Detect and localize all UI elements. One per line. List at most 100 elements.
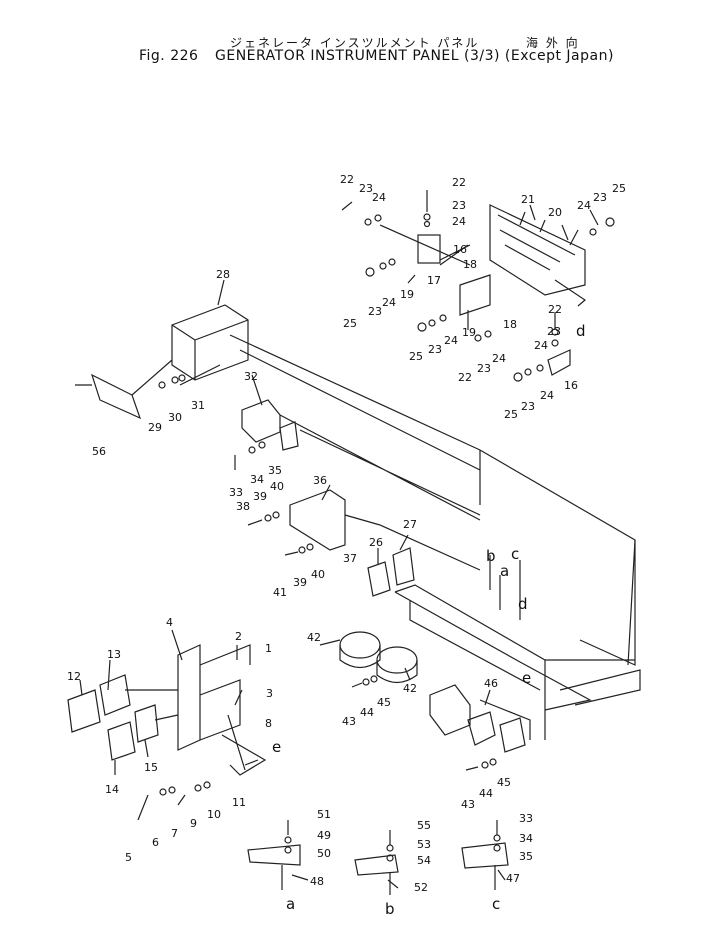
diagram-drawing — [67, 190, 641, 895]
ref-letter-e-panel: e — [522, 669, 531, 687]
callout-42b: 42 — [403, 682, 417, 695]
callout-49: 49 — [317, 829, 331, 842]
callout-23c: 23 — [593, 191, 607, 204]
callout-50: 50 — [317, 847, 331, 860]
callout-30: 30 — [168, 411, 182, 424]
callout-40a: 40 — [270, 480, 284, 493]
callout-33a: 33 — [229, 486, 243, 499]
callout-20: 20 — [548, 206, 562, 219]
callout-24c: 24 — [577, 199, 591, 212]
callout-39b: 39 — [293, 576, 307, 589]
callout-14: 14 — [105, 783, 119, 796]
callout-44b: 44 — [479, 787, 493, 800]
callout-34a: 34 — [250, 473, 264, 486]
callout-24b: 24 — [452, 215, 466, 228]
callout-23d: 23 — [368, 305, 382, 318]
callout-27: 27 — [403, 518, 417, 531]
ref-letter-c-bottom: c — [492, 895, 500, 913]
callout-22d: 22 — [458, 371, 472, 384]
callout-45a: 45 — [377, 696, 391, 709]
callout-40b: 40 — [311, 568, 325, 581]
callout-51: 51 — [317, 808, 331, 821]
callout-47: 47 — [506, 872, 520, 885]
callout-8: 8 — [265, 717, 272, 730]
callout-24h: 24 — [540, 389, 554, 402]
callout-46: 46 — [484, 677, 498, 690]
callout-2: 2 — [235, 630, 242, 643]
callout-numbers: 1 2 3 4 5 6 7 8 9 10 11 12 13 14 15 16 1… — [67, 173, 626, 894]
ref-letter-d-panel: d — [518, 595, 528, 613]
ref-letter-d-top: d — [576, 322, 586, 340]
callout-23a: 23 — [359, 182, 373, 195]
callout-43b: 43 — [461, 798, 475, 811]
callout-5: 5 — [125, 851, 132, 864]
callout-34b: 34 — [519, 832, 533, 845]
callout-37: 37 — [343, 552, 357, 565]
callout-24a: 24 — [372, 191, 386, 204]
callout-24e: 24 — [444, 334, 458, 347]
callout-54: 54 — [417, 854, 431, 867]
callout-22b: 22 — [452, 176, 466, 189]
callout-52: 52 — [414, 881, 428, 894]
ref-letter-b-panel: b — [486, 547, 496, 565]
callout-12: 12 — [67, 670, 81, 683]
callout-13: 13 — [107, 648, 121, 661]
japanese-title: ジェネレータ インスツルメント パネル — [230, 36, 480, 50]
callout-42a: 42 — [307, 631, 321, 644]
callout-19a: 19 — [400, 288, 414, 301]
callout-31: 31 — [191, 399, 205, 412]
callout-24d: 24 — [382, 296, 396, 309]
callout-17: 17 — [427, 274, 441, 287]
callout-32: 32 — [244, 370, 258, 383]
reference-letters: a b c a b c d d e e — [272, 322, 586, 918]
callout-3: 3 — [266, 687, 273, 700]
callout-23e: 23 — [428, 343, 442, 356]
callout-25c: 25 — [409, 350, 423, 363]
callout-1: 1 — [265, 642, 272, 655]
callout-22c: 22 — [548, 303, 562, 316]
callout-25a: 25 — [612, 182, 626, 195]
callout-35b: 35 — [519, 850, 533, 863]
callout-56: 56 — [92, 445, 106, 458]
callout-48: 48 — [310, 875, 324, 888]
callout-25d: 25 — [504, 408, 518, 421]
callout-21: 21 — [521, 193, 535, 206]
callout-45b: 45 — [497, 776, 511, 789]
callout-28: 28 — [216, 268, 230, 281]
callout-55: 55 — [417, 819, 431, 832]
ref-letter-e-left: e — [272, 738, 281, 756]
callout-19b: 19 — [462, 326, 476, 339]
callout-38: 38 — [236, 500, 250, 513]
callout-10: 10 — [207, 808, 221, 821]
callout-4: 4 — [166, 616, 173, 629]
callout-23h: 23 — [521, 400, 535, 413]
callout-35a: 35 — [268, 464, 282, 477]
callout-24f: 24 — [534, 339, 548, 352]
figure-label: Fig. 226 — [139, 48, 199, 64]
callout-44a: 44 — [360, 706, 374, 719]
callout-39a: 39 — [253, 490, 267, 503]
callout-23b: 23 — [452, 199, 466, 212]
callout-9: 9 — [190, 817, 197, 830]
callout-22a: 22 — [340, 173, 354, 186]
ref-letter-a-bottom: a — [286, 895, 295, 913]
figure-title: GENERATOR INSTRUMENT PANEL (3/3) (Except… — [215, 48, 614, 64]
callout-16b: 16 — [564, 379, 578, 392]
callout-16a: 16 — [453, 243, 467, 256]
callout-24g: 24 — [492, 352, 506, 365]
callout-53: 53 — [417, 838, 431, 851]
callout-7: 7 — [171, 827, 178, 840]
ref-letter-c-panel: c — [511, 545, 519, 563]
callout-26: 26 — [369, 536, 383, 549]
japanese-region: 海 外 向 — [526, 36, 580, 50]
callout-23f: 23 — [547, 325, 561, 338]
callout-6: 6 — [152, 836, 159, 849]
ref-letter-a-panel: a — [500, 562, 509, 580]
ref-letter-b-bottom: b — [385, 900, 395, 918]
callout-33b: 33 — [519, 812, 533, 825]
callout-43a: 43 — [342, 715, 356, 728]
callout-41: 41 — [273, 586, 287, 599]
callout-18b: 18 — [503, 318, 517, 331]
